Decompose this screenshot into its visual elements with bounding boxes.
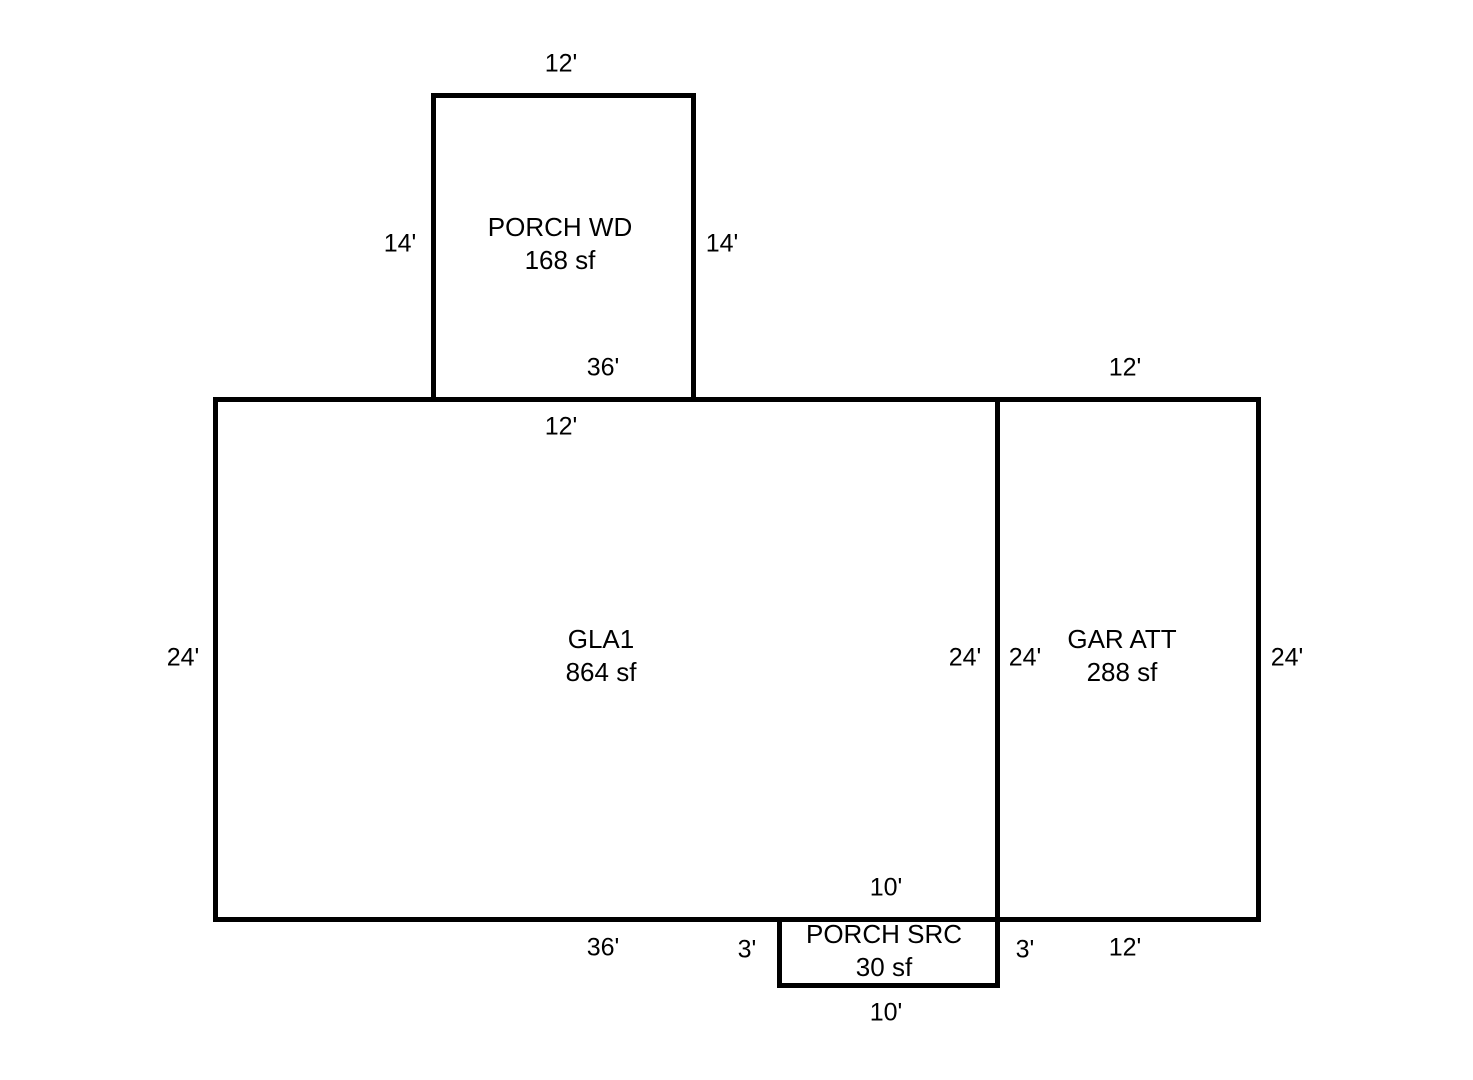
gar-att-area: 288 sf	[1086, 657, 1158, 687]
dim-porch-wd-inner-bottom: 36'	[586, 353, 620, 382]
dim-porch-src-right: 3'	[1015, 935, 1035, 964]
dim-gar-left: 24'	[1008, 643, 1042, 672]
dim-gla1-right: 24'	[948, 643, 982, 672]
dim-porch-src-left: 3'	[737, 935, 757, 964]
dim-gla1-inner-bottom: 10'	[869, 873, 903, 902]
dim-porch-wd-left: 14'	[383, 229, 417, 258]
dim-gla1-top-inner: 12'	[544, 412, 578, 441]
dim-gar-bottom: 12'	[1108, 933, 1142, 962]
dim-gla1-left: 24'	[166, 643, 200, 672]
dim-porch-wd-top: 12'	[544, 49, 578, 78]
dim-gla1-bottom: 36'	[586, 933, 620, 962]
porch-src-area: 30 sf	[855, 952, 913, 982]
gar-att-name: GAR ATT	[1067, 624, 1177, 654]
porch-src-outline	[777, 917, 1000, 988]
dim-gar-top: 12'	[1108, 353, 1142, 382]
dim-porch-wd-right: 14'	[705, 229, 739, 258]
porch-src-name: PORCH SRC	[805, 919, 963, 949]
gla1-name: GLA1	[567, 624, 635, 654]
gar-att-label: GAR ATT 288 sf	[1067, 623, 1176, 689]
porch-src-label: PORCH SRC 30 sf	[806, 918, 962, 984]
gla1-area: 864 sf	[565, 657, 637, 687]
porch-wd-label: PORCH WD 168 sf	[488, 211, 632, 277]
gar-att-outline	[995, 397, 1261, 922]
porch-wd-area: 168 sf	[524, 245, 596, 275]
dim-porch-src-bottom: 10'	[869, 998, 903, 1027]
porch-wd-name: PORCH WD	[487, 212, 633, 242]
gla1-label: GLA1 864 sf	[566, 623, 637, 689]
dim-gar-right: 24'	[1270, 643, 1304, 672]
